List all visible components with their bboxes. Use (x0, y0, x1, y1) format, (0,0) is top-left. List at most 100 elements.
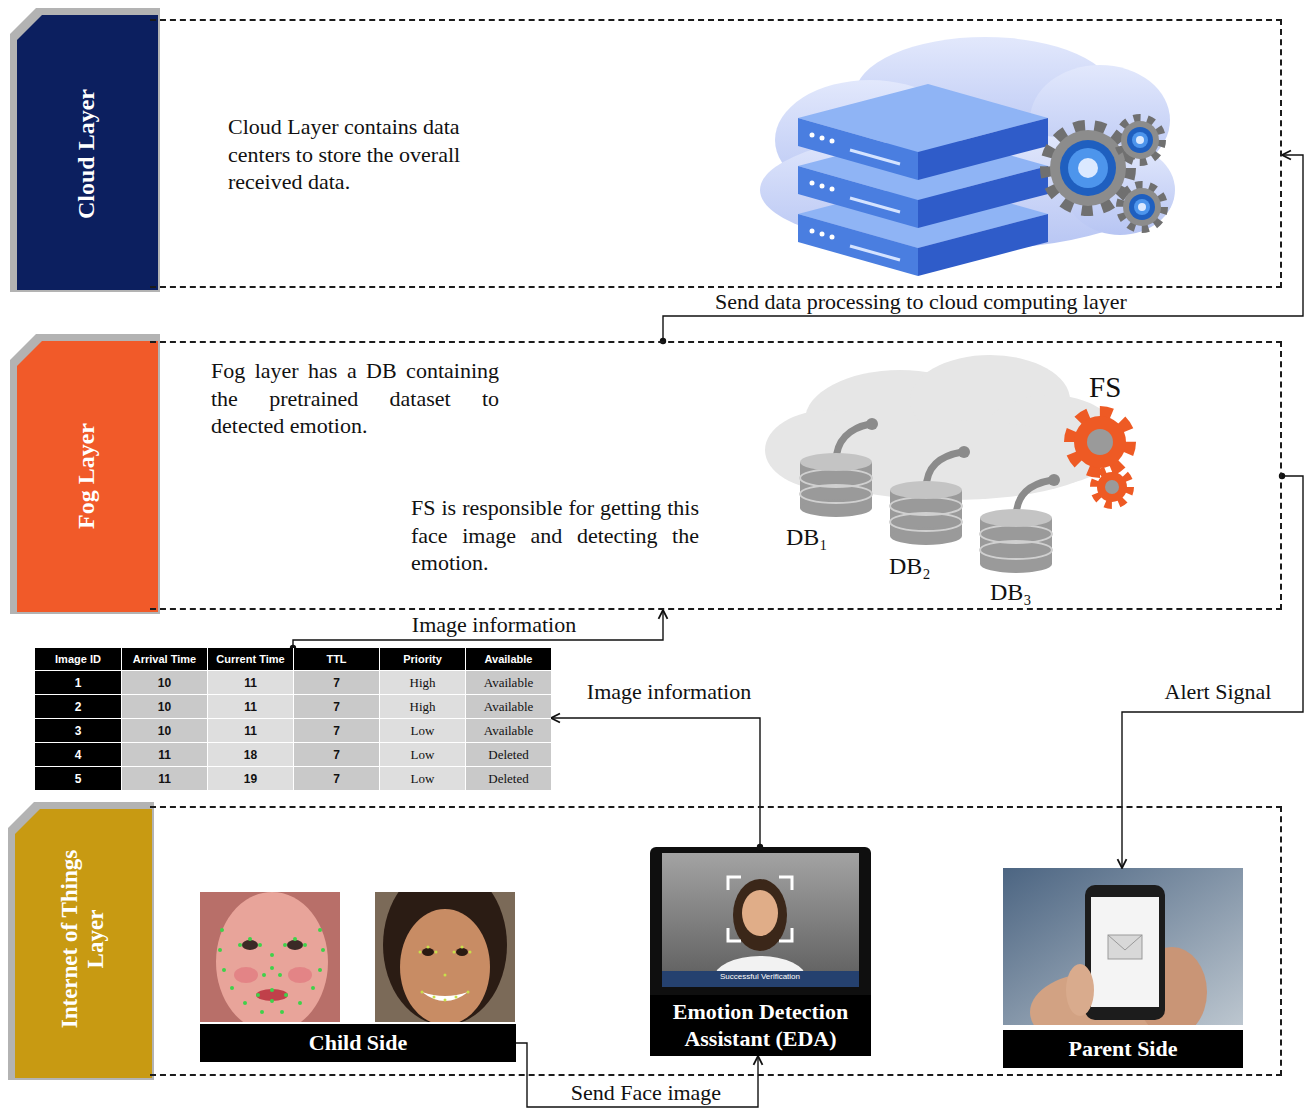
text-slot: FS is responsible for getting this face … (411, 494, 699, 577)
child-face-photo (288, 967, 312, 983)
landmark-dots (467, 991, 470, 994)
fog-layer-tab (10, 334, 160, 614)
gear-icon (1136, 136, 1144, 144)
database-icon (890, 481, 962, 499)
table-cell: 10 (122, 695, 207, 718)
connector-arrow (293, 610, 663, 648)
database-icon (980, 555, 1052, 573)
database-icon (890, 527, 962, 545)
landmark-dots (270, 988, 274, 992)
landmark-dots (421, 991, 424, 994)
child-face-photo (422, 992, 468, 1001)
connector-label: Send Face image (568, 1081, 724, 1104)
landmark-dots (238, 943, 242, 947)
gear-icon (1129, 194, 1155, 220)
table-cell: 10 (122, 671, 207, 694)
connector-label: Image information (409, 613, 579, 636)
landmark-dots (284, 993, 288, 997)
landmark-dots (218, 948, 222, 952)
database-label: DB₁ (786, 524, 828, 550)
fs-gear-icon (1070, 412, 1130, 472)
iot-layer-tab (15, 809, 152, 1078)
layer-description: Fog layer has a DB containing the pretra… (211, 357, 499, 440)
device-caption: Child Side (200, 1024, 516, 1062)
landmark-dots (311, 986, 315, 990)
text-slot: Fog layer has a DB containing the pretra… (211, 357, 499, 440)
server-stack (830, 235, 835, 240)
table-cell: 7 (294, 695, 379, 718)
landmark-dots (283, 943, 287, 947)
cloud-layer-tab (17, 15, 158, 290)
table-cell: 7 (294, 767, 379, 790)
table-cell: 11 (208, 671, 293, 694)
landmark-dots (280, 1010, 284, 1014)
gear-icon (1123, 188, 1161, 226)
landmark-dots (427, 946, 430, 949)
child-face-photo (216, 892, 328, 1022)
text-slot: Fog Layer (73, 423, 101, 529)
screen-caption: Successful Verification (720, 973, 800, 982)
server-stack (850, 198, 900, 212)
gear-icon (1138, 203, 1146, 211)
connector-label: Alert Signal (1162, 680, 1275, 703)
table-cell: 5 (35, 767, 121, 790)
landmark-dots (419, 946, 472, 1002)
database-icon (890, 513, 962, 531)
gear-icon (1120, 185, 1164, 229)
table-header-cell: Available (466, 648, 551, 670)
fog-layer-tab (10, 334, 160, 614)
landmark-dots (270, 953, 274, 957)
tablet-screen (728, 877, 792, 941)
connector-arrow (663, 155, 1303, 341)
table-header-cell: Current Time (208, 648, 293, 670)
fs-gear-icon (1097, 472, 1127, 502)
child-side-box: Child Side (200, 890, 516, 1062)
text-slot: DB₃ (990, 579, 1032, 605)
text-slot: DB₂ (889, 553, 931, 579)
connector-label: Send data processing to cloud computing … (712, 290, 1130, 313)
table-cell: 3 (35, 719, 121, 742)
iot-layer-tab (8, 802, 154, 1080)
parent-phone-photo (1108, 935, 1142, 959)
database-label: DB₃ (990, 579, 1032, 605)
table-cell: 11 (208, 719, 293, 742)
child-face-photo (242, 940, 258, 950)
child-face-photo (400, 909, 490, 1022)
landmark-dots (293, 937, 297, 941)
gear-icon (1050, 130, 1126, 206)
gear-icon (1127, 127, 1153, 153)
table-cell: 7 (294, 743, 379, 766)
table-cell: 10 (122, 719, 207, 742)
child-face-photo (287, 940, 303, 950)
server-stack (798, 118, 918, 180)
server-stack (798, 166, 918, 228)
table-cell: 11 (122, 743, 207, 766)
fog-layer-tab (17, 341, 158, 612)
database-icon (800, 485, 872, 503)
device-caption: Parent Side (1003, 1030, 1243, 1068)
gear-icon (1078, 158, 1098, 178)
layer-description: Cloud Layer contains data centers to sto… (228, 113, 518, 196)
layer-description: FS is responsible for getting this face … (411, 494, 699, 577)
database-icon (980, 541, 1052, 559)
text-slot: Successful Verification (720, 973, 800, 982)
gear-icon (1046, 118, 1164, 229)
table-cell: 7 (294, 719, 379, 742)
server-stack (798, 84, 1048, 276)
gear-icon (1060, 140, 1116, 196)
table-cell: Low (380, 767, 465, 790)
landmark-dots (220, 928, 224, 932)
server-stack (918, 166, 1048, 228)
landmark-dots (455, 996, 458, 999)
iot-layer-band: Internet of Things LayerChild SideEmotio… (150, 806, 1282, 1076)
fs-gear-icon (1070, 412, 1130, 505)
cloud-layer-band: Cloud LayerCloud Layer contains data cen… (150, 19, 1282, 288)
text-slot: Cloud Layer (73, 88, 101, 218)
database-icon (800, 453, 872, 471)
text-slot: FS (1089, 372, 1121, 404)
text-slot: Send data processing to cloud computing … (712, 290, 1130, 313)
table-cell: 11 (122, 767, 207, 790)
text-slot: Image information (584, 680, 754, 703)
